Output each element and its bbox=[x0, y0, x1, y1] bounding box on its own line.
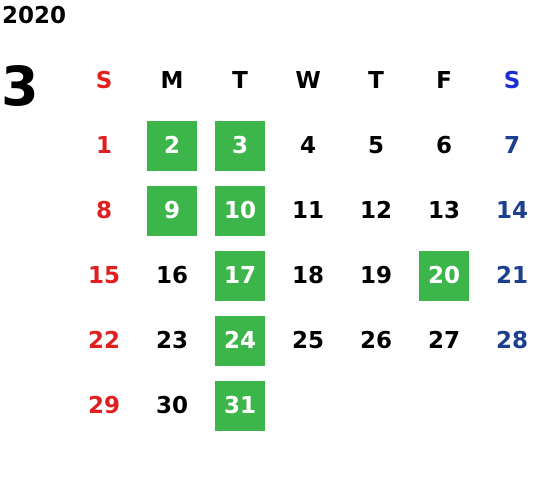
day-cell: 6 bbox=[410, 113, 478, 178]
empty-cell bbox=[410, 373, 478, 438]
day-number: 6 bbox=[435, 132, 452, 159]
day-cell: 5 bbox=[342, 113, 410, 178]
day-number bbox=[419, 381, 469, 431]
weekday-header-tue: T bbox=[232, 67, 248, 94]
weekday-header-wed: W bbox=[295, 67, 321, 94]
day-number: 22 bbox=[87, 327, 120, 354]
year-label: 2020 bbox=[2, 3, 67, 29]
day-number: 5 bbox=[367, 132, 384, 159]
day-cell: 14 bbox=[478, 178, 546, 243]
day-cell: 26 bbox=[342, 308, 410, 373]
day-number: 17 bbox=[215, 250, 265, 301]
day-number: 13 bbox=[427, 197, 460, 224]
day-number: 23 bbox=[155, 327, 188, 354]
day-cell: 23 bbox=[138, 308, 206, 373]
weekday-header-thu: T bbox=[368, 67, 384, 94]
day-number: 26 bbox=[359, 327, 392, 354]
day-cell: 27 bbox=[410, 308, 478, 373]
day-cell: 22 bbox=[70, 308, 138, 373]
day-number: 18 bbox=[291, 262, 324, 289]
day-cell: 12 bbox=[342, 178, 410, 243]
day-cell: 10 bbox=[206, 178, 274, 243]
day-number: 8 bbox=[95, 197, 112, 224]
day-cell: 4 bbox=[274, 113, 342, 178]
day-number bbox=[283, 381, 333, 431]
day-number: 14 bbox=[495, 197, 528, 224]
day-number: 28 bbox=[495, 327, 528, 354]
day-number: 31 bbox=[215, 380, 265, 431]
day-cell: 7 bbox=[478, 113, 546, 178]
day-cell: 18 bbox=[274, 243, 342, 308]
day-cell: 28 bbox=[478, 308, 546, 373]
day-number: 4 bbox=[299, 132, 316, 159]
day-number: 3 bbox=[215, 120, 265, 171]
day-cell: 24 bbox=[206, 308, 274, 373]
day-cell: 9 bbox=[138, 178, 206, 243]
empty-cell bbox=[342, 373, 410, 438]
day-number: 2 bbox=[147, 120, 197, 171]
day-number: 12 bbox=[359, 197, 392, 224]
empty-cell bbox=[274, 373, 342, 438]
day-cell: 15 bbox=[70, 243, 138, 308]
calendar-grid: S M T W T F S bbox=[70, 48, 548, 113]
day-number: 27 bbox=[427, 327, 460, 354]
day-cell: 25 bbox=[274, 308, 342, 373]
month-number: 3 bbox=[1, 55, 39, 118]
day-cell: 8 bbox=[70, 178, 138, 243]
weekday-header-sat: S bbox=[503, 67, 521, 94]
weekday-header-sun: S bbox=[95, 67, 113, 94]
day-number: 9 bbox=[147, 185, 197, 236]
day-cell: 31 bbox=[206, 373, 274, 438]
day-cell: 11 bbox=[274, 178, 342, 243]
day-number: 20 bbox=[419, 250, 469, 301]
day-number: 21 bbox=[495, 262, 528, 289]
day-cell: 13 bbox=[410, 178, 478, 243]
day-cell: 29 bbox=[70, 373, 138, 438]
day-cell: 20 bbox=[410, 243, 478, 308]
day-cell: 1 bbox=[70, 113, 138, 178]
weekday-header-fri: F bbox=[436, 67, 452, 94]
day-number: 10 bbox=[215, 185, 265, 236]
empty-cell bbox=[478, 373, 546, 438]
day-cell: 17 bbox=[206, 243, 274, 308]
day-number: 25 bbox=[291, 327, 324, 354]
weekday-header-mon: M bbox=[160, 67, 184, 94]
day-number: 19 bbox=[359, 262, 392, 289]
day-cell: 2 bbox=[138, 113, 206, 178]
day-number: 11 bbox=[291, 197, 324, 224]
day-cell: 16 bbox=[138, 243, 206, 308]
day-cell: 21 bbox=[478, 243, 546, 308]
day-number: 29 bbox=[87, 392, 120, 419]
day-number: 30 bbox=[155, 392, 188, 419]
day-number: 7 bbox=[503, 132, 520, 159]
day-cell: 3 bbox=[206, 113, 274, 178]
day-number: 1 bbox=[95, 132, 112, 159]
day-number: 15 bbox=[87, 262, 120, 289]
day-number bbox=[487, 381, 537, 431]
day-number: 24 bbox=[215, 315, 265, 366]
day-number: 16 bbox=[155, 262, 188, 289]
day-number bbox=[351, 381, 401, 431]
day-cell: 19 bbox=[342, 243, 410, 308]
day-cell: 30 bbox=[138, 373, 206, 438]
